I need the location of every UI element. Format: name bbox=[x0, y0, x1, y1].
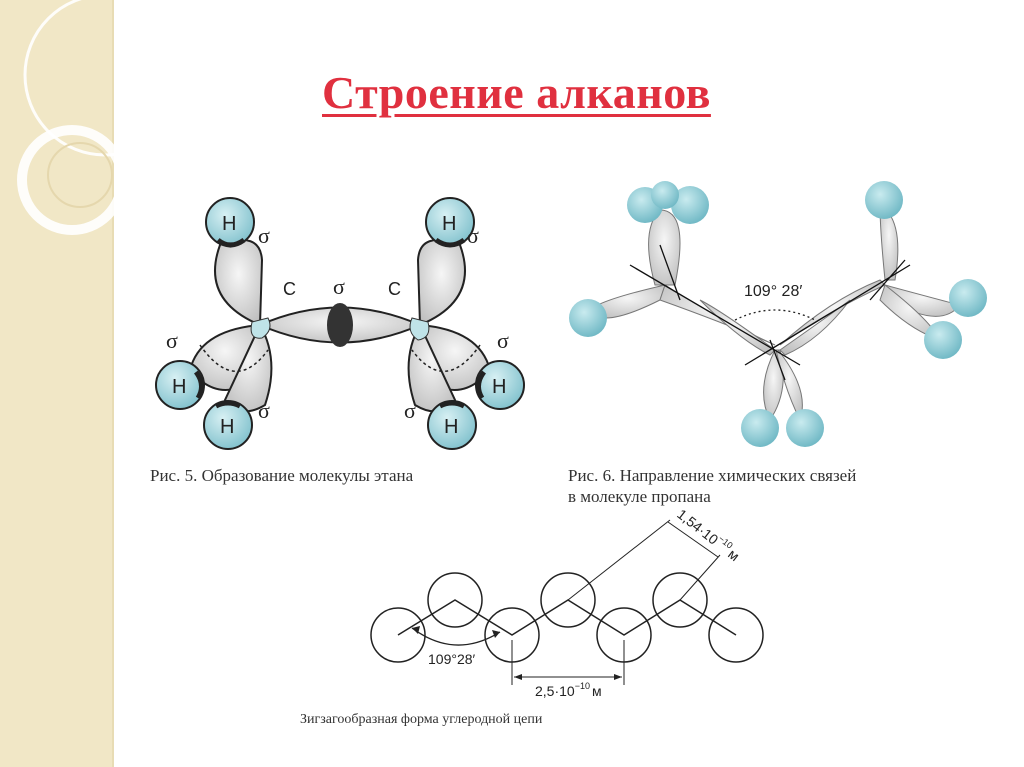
figure5-caption: Рис. 5. Образование молекулы этана bbox=[150, 466, 414, 485]
c-label: C bbox=[283, 279, 296, 299]
c-label: C bbox=[388, 279, 401, 299]
sigma-label: σ bbox=[166, 328, 178, 353]
h-label: H bbox=[492, 376, 506, 398]
figure6-propane-diagram: 109° 28′ Рис. 6. Направление химических … bbox=[568, 181, 987, 506]
zigzag-angle-label: 109°28′ bbox=[428, 651, 476, 667]
sigma-label: σ bbox=[497, 328, 509, 353]
propane-angle-label: 109° 28′ bbox=[744, 283, 802, 300]
sigma-label: σ bbox=[333, 274, 345, 299]
h-label: H bbox=[442, 213, 456, 235]
figure6-caption-line1: Рис. 6. Направление химических связей bbox=[568, 466, 856, 485]
h-label: H bbox=[222, 213, 236, 235]
h-label: H bbox=[172, 376, 186, 398]
slide-title: Строение алканов bbox=[322, 67, 711, 118]
figure5-ethane-diagram: H H H H H H C C σ σ σ σ σ σ σ Рис. 5. Об… bbox=[150, 197, 525, 485]
sigma-label: σ bbox=[258, 398, 270, 423]
sigma-label: σ bbox=[258, 223, 270, 248]
decorative-rings bbox=[17, 0, 187, 235]
h-label: H bbox=[220, 416, 234, 438]
figure6-caption-line2: в молекуле пропана bbox=[568, 487, 711, 506]
side-band-divider bbox=[112, 0, 114, 767]
sigma-label: σ bbox=[404, 398, 416, 423]
zigzag-caption: Зигзагообразная форма углеродной цепи bbox=[300, 712, 543, 727]
sigma-label: σ bbox=[467, 223, 479, 248]
h-label: H bbox=[444, 416, 458, 438]
